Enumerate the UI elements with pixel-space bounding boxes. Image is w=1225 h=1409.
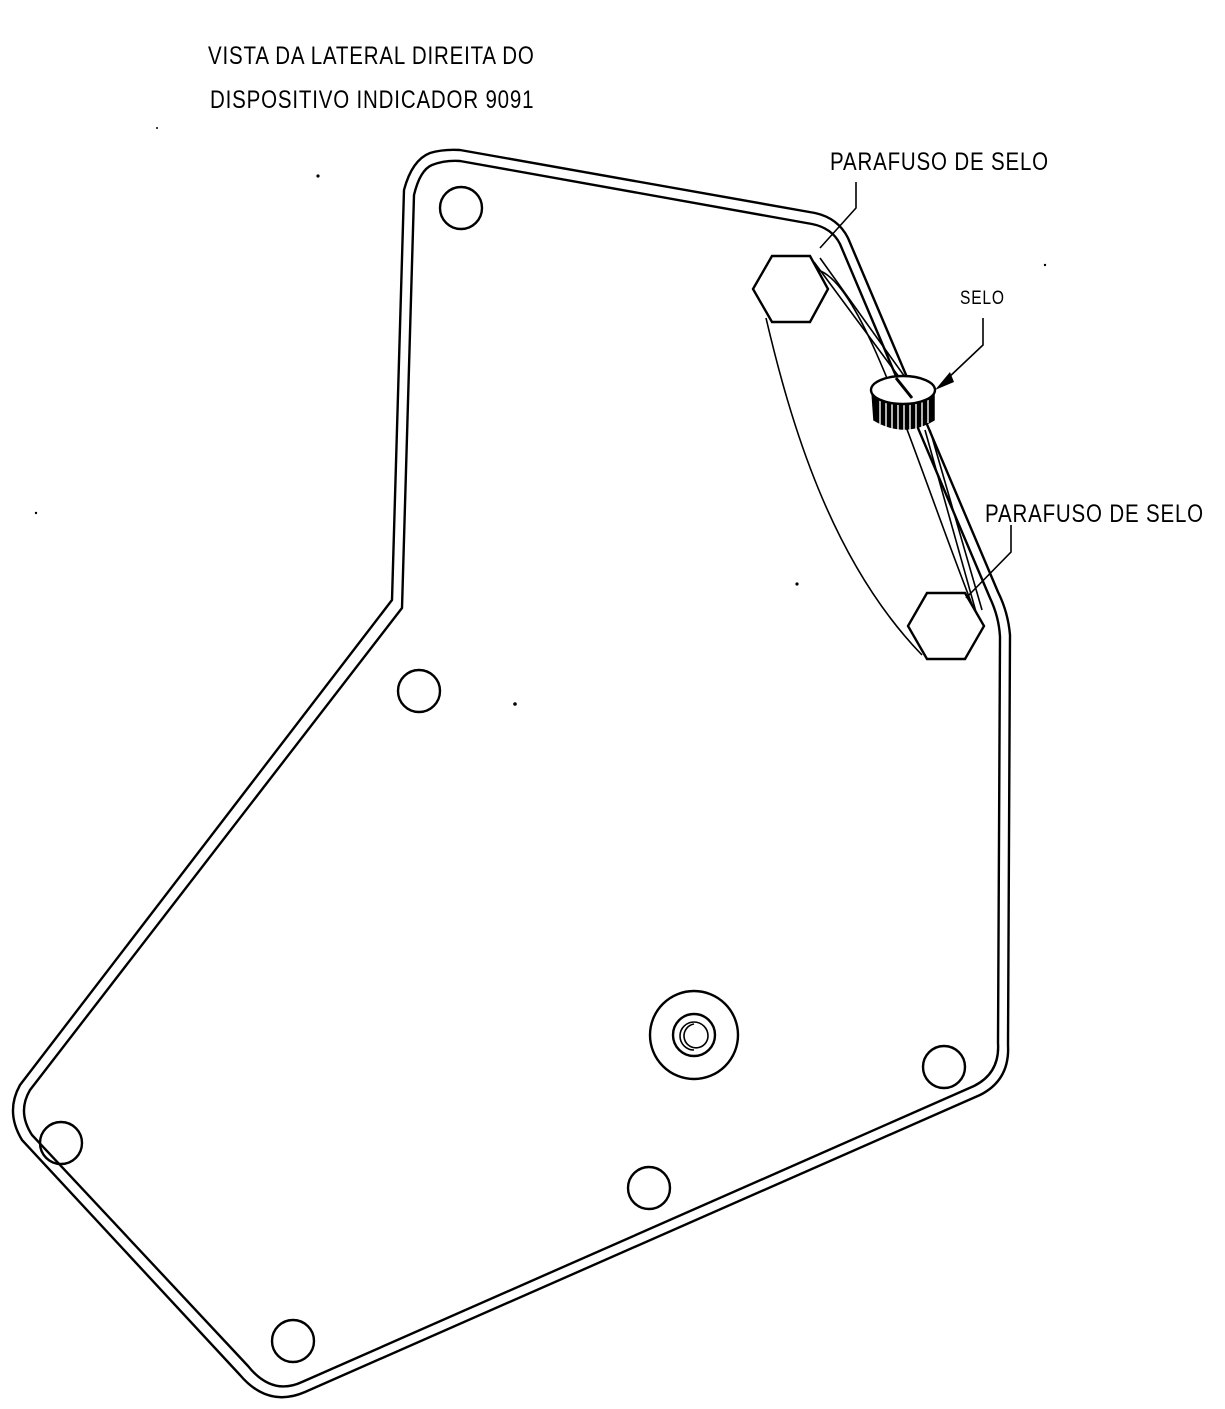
- mounting-hole-top: [438, 185, 484, 231]
- leader-seal: [945, 318, 984, 381]
- leader-screw-top: [819, 182, 857, 249]
- label-screw-top: PARAFUSO DE SELO: [830, 148, 1049, 176]
- title-line-1: VISTA DA LATERAL DIREITA DO: [208, 42, 535, 70]
- mounting-hole-bottom-center: [626, 1165, 672, 1211]
- leader-seal-arrowhead: [935, 372, 954, 390]
- label-seal: SELO: [960, 288, 1005, 309]
- leader-screw-bottom: [965, 525, 1012, 599]
- mounting-hole-mid-left: [396, 668, 442, 714]
- mounting-hole-left: [38, 1120, 84, 1166]
- plate-inner-outline: [22, 159, 1002, 1388]
- seal-screw-top-hex: [751, 254, 830, 324]
- seal-body: [869, 374, 937, 431]
- central-boss: [648, 989, 740, 1081]
- scan-specks: [34, 127, 1047, 706]
- plate-outer-outline: [11, 148, 1012, 1399]
- seal-screw-bottom-hex: [906, 591, 986, 661]
- mounting-hole-bottom-left: [270, 1318, 316, 1364]
- title-line-2: DISPOSITIVO INDICADOR 9091: [210, 86, 535, 114]
- mounting-hole-right: [921, 1044, 967, 1090]
- label-screw-bottom: PARAFUSO DE SELO: [985, 500, 1204, 528]
